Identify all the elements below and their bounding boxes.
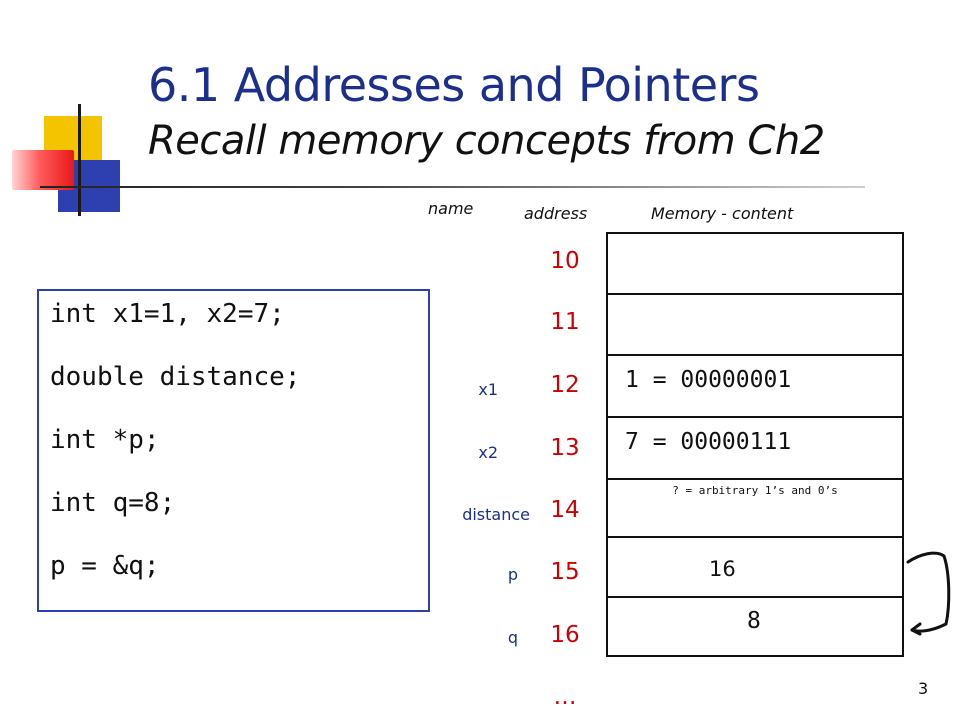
code-line: int q=8; — [50, 488, 176, 518]
variable-name-x2: x2 — [478, 443, 498, 462]
code-line: int x1=1, x2=7; — [50, 299, 285, 329]
slide-title: 6.1 Addresses and Pointers — [148, 58, 760, 112]
memory-cell-divider — [608, 354, 902, 356]
memory-cell-p: 16 — [709, 557, 736, 581]
slide-subtitle: Recall memory concepts from Ch2 — [148, 118, 825, 164]
address-ellipsis: … — [553, 684, 577, 710]
pointer-arrow — [906, 551, 951, 636]
memory-cell-divider — [608, 596, 902, 598]
address-label: 14 — [550, 497, 580, 523]
memory-cell-divider — [608, 293, 902, 295]
memory-cell-distance: ? = arbitrary 1’s and 0’s — [672, 484, 838, 497]
memory-cell-divider — [608, 478, 902, 480]
title-underline — [40, 186, 865, 188]
memory-column-top — [606, 232, 904, 234]
memory-cell-x2: 7 = 00000111 — [625, 429, 792, 455]
memory-cell-x1: 1 = 00000001 — [625, 367, 792, 393]
address-column-header: address — [524, 204, 588, 223]
variable-name-x1: x1 — [478, 380, 498, 399]
address-label: 16 — [550, 622, 580, 648]
code-line: int *p; — [50, 425, 160, 455]
address-label: 11 — [550, 309, 580, 335]
code-line: p = &q; — [50, 551, 160, 581]
memory-cell-q: 8 — [747, 608, 761, 634]
memory-column: 1 = 00000001 7 = 00000111 ? = arbitrary … — [606, 232, 904, 657]
address-label: 10 — [550, 248, 580, 274]
memory-cell-divider — [608, 416, 902, 418]
page-number: 3 — [918, 679, 929, 698]
title-decoration-red-bar — [12, 150, 74, 190]
title-decoration-vertical-line — [78, 104, 81, 216]
address-label: 13 — [550, 435, 580, 461]
memory-cell-divider — [608, 536, 902, 538]
variable-name-p: p — [507, 565, 518, 584]
memory-column-header: Memory - content — [651, 204, 794, 223]
code-box: int x1=1, x2=7; double distance; int *p;… — [37, 289, 430, 612]
code-line: double distance; — [50, 362, 301, 392]
variable-name-distance: distance — [462, 505, 530, 524]
address-label: 15 — [550, 559, 580, 585]
name-column-header: name — [428, 199, 474, 218]
address-label: 12 — [550, 372, 580, 398]
variable-name-q: q — [507, 628, 518, 647]
